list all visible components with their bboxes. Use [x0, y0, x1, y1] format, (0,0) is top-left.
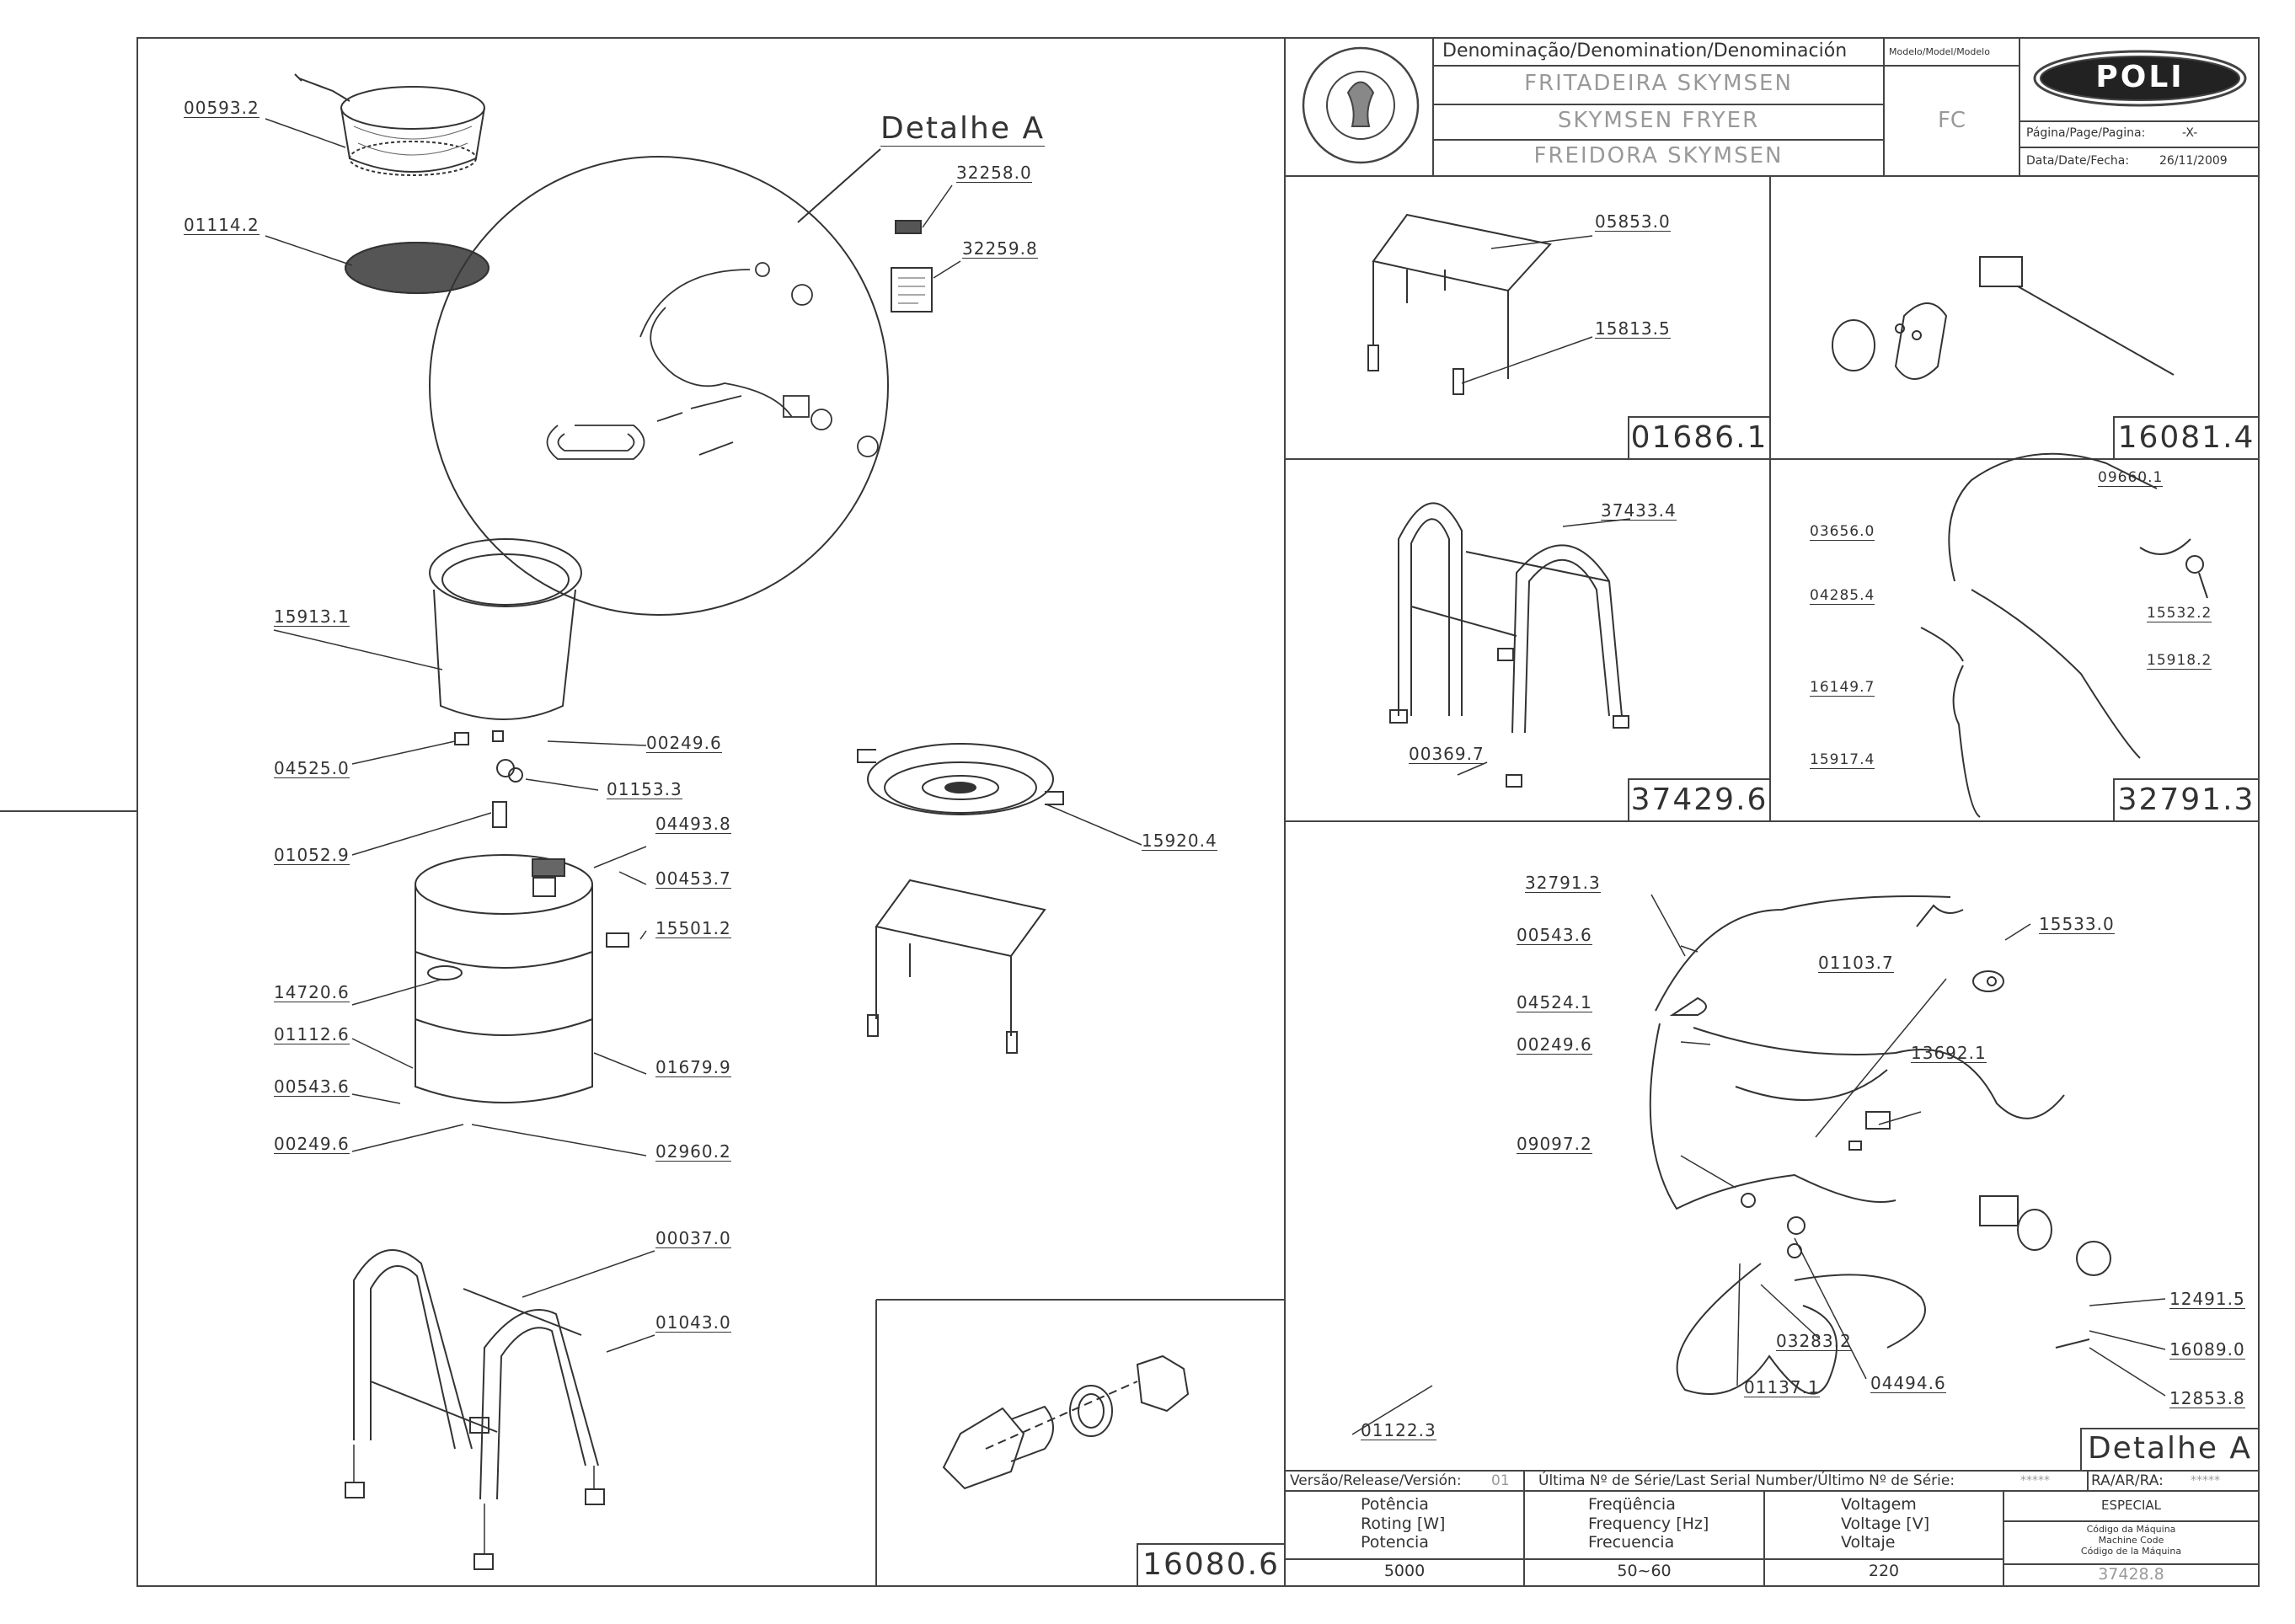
volt-label-pt: Voltagem [1841, 1495, 1917, 1514]
denomination-label: Denominação/Denomination/Denominación [1442, 40, 1848, 61]
power-label-en: Roting [W] [1361, 1514, 1446, 1533]
part-00543-detail: 00543.6 [1517, 925, 1592, 945]
part-15918: 15918.2 [2147, 652, 2212, 670]
part-32259: 32259.8 [962, 238, 1038, 259]
part-01137-detail: 01137.1 [1744, 1377, 1820, 1397]
name-pt: FRITADEIRA SKYMSEN [1524, 71, 1793, 96]
page-label: Página/Page/Pagina: [2026, 126, 2146, 140]
code-label-pt: Código da Máquina [2086, 1524, 2176, 1535]
machine-code-value: 37428.8 [2098, 1565, 2164, 1584]
part-15917: 15917.4 [1810, 751, 1875, 769]
ra-value: ***** [2191, 1474, 2220, 1488]
part-15533-detail: 15533.0 [2039, 914, 2115, 934]
right-box-parts [1351, 213, 2208, 1435]
power-label-es: Potencia [1361, 1533, 1429, 1552]
power-value: 5000 [1383, 1562, 1426, 1580]
part-04524-detail: 04524.1 [1517, 992, 1592, 1012]
part-01679: 01679.9 [655, 1057, 731, 1077]
part-00249-detail: 00249.6 [1517, 1034, 1592, 1055]
poli-logo: POLI [2095, 60, 2185, 94]
code-label-es: Código de la Máquina [2080, 1546, 2182, 1557]
volt-label-en: Voltage [V] [1841, 1514, 1930, 1533]
part-04494-detail: 04494.6 [1870, 1373, 1946, 1393]
part-37433: 37433.4 [1601, 500, 1677, 521]
date-value: 26/11/2009 [2159, 154, 2228, 168]
part-14720: 14720.6 [274, 982, 350, 1002]
special-label: ESPECIAL [2100, 1498, 2162, 1513]
part-04493: 04493.8 [655, 814, 731, 834]
part-01122-detail: 01122.3 [1361, 1420, 1436, 1440]
version-value: 01 [1491, 1472, 1510, 1489]
part-03656: 03656.0 [1810, 523, 1875, 541]
part-12491-detail: 12491.5 [2169, 1289, 2245, 1309]
part-04285: 04285.4 [1810, 587, 1875, 605]
name-en: SKYMSEN FRYER [1557, 108, 1760, 133]
box-code-37429: 37429.6 [1630, 783, 1768, 817]
freq-label-pt: Freqüência [1588, 1495, 1676, 1514]
date-label: Data/Date/Fecha: [2026, 154, 2130, 168]
part-05853: 05853.0 [1595, 211, 1671, 232]
code-label-en: Machine Code [2098, 1535, 2164, 1546]
box-code-16080: 16080.6 [1142, 1547, 1280, 1582]
part-03283-detail: 03283.2 [1776, 1331, 1852, 1351]
volt-label-es: Voltaje [1841, 1533, 1896, 1552]
part-00453: 00453.7 [655, 868, 731, 889]
part-basket: 00593.2 [184, 98, 259, 118]
part-00369: 00369.7 [1409, 744, 1485, 764]
part-01043: 01043.0 [655, 1312, 731, 1333]
left-exploded-parts [265, 73, 1190, 1570]
detail-a-title: Detalhe A [880, 111, 1046, 147]
model-value: FC [1937, 108, 1966, 133]
part-15920: 15920.4 [1142, 831, 1217, 851]
part-01153: 01153.3 [607, 779, 682, 799]
part-32258: 32258.0 [956, 163, 1032, 183]
version-label: Versão/Release/Versión: [1290, 1472, 1462, 1489]
freq-value: 50~60 [1617, 1562, 1672, 1580]
freq-label-es: Frecuencia [1588, 1533, 1675, 1552]
name-es: FREIDORA SKYMSEN [1533, 143, 1784, 168]
part-16089-detail: 16089.0 [2169, 1339, 2245, 1360]
part-15501: 15501.2 [655, 918, 731, 938]
serial-label: Última Nº de Série/Last Serial Number/Úl… [1538, 1472, 1955, 1489]
part-00543: 00543.6 [274, 1076, 350, 1097]
part-screen: 01114.2 [184, 215, 259, 235]
page-value: -X- [2182, 126, 2198, 140]
freq-label-en: Frequency [Hz] [1588, 1514, 1709, 1533]
part-15813: 15813.5 [1595, 318, 1671, 339]
box-code-01686: 01686.1 [1630, 420, 1768, 455]
volt-value: 220 [1868, 1562, 1900, 1580]
part-00249-b: 00249.6 [274, 1134, 350, 1154]
part-16149: 16149.7 [1810, 679, 1875, 697]
box-code-32791: 32791.3 [2117, 783, 2255, 817]
serial-value: ***** [2020, 1474, 2050, 1488]
part-01052: 01052.9 [274, 845, 350, 865]
part-09660: 09660.1 [2098, 469, 2164, 487]
model-label: Modelo/Model/Modelo [1889, 46, 1990, 57]
part-00037: 00037.0 [655, 1228, 731, 1248]
detail-a-box-title: Detalhe A [2087, 1431, 2253, 1466]
part-01103-detail: 01103.7 [1818, 953, 1894, 973]
part-01112: 01112.6 [274, 1024, 350, 1044]
part-15532: 15532.2 [2147, 605, 2212, 622]
box-code-16081: 16081.4 [2117, 420, 2255, 455]
part-tank: 15913.1 [274, 606, 350, 627]
part-02960: 02960.2 [655, 1141, 731, 1162]
part-12853-detail: 12853.8 [2169, 1388, 2245, 1408]
part-04525: 04525.0 [274, 758, 350, 778]
power-label-pt: Potência [1361, 1495, 1429, 1514]
part-32791-detail: 32791.3 [1525, 873, 1601, 893]
part-09097-detail: 09097.2 [1517, 1134, 1592, 1154]
ra-label: RA/AR/RA: [2091, 1472, 2164, 1489]
part-00249-a: 00249.6 [646, 733, 722, 753]
part-13692-detail: 13692.1 [1911, 1043, 1987, 1063]
